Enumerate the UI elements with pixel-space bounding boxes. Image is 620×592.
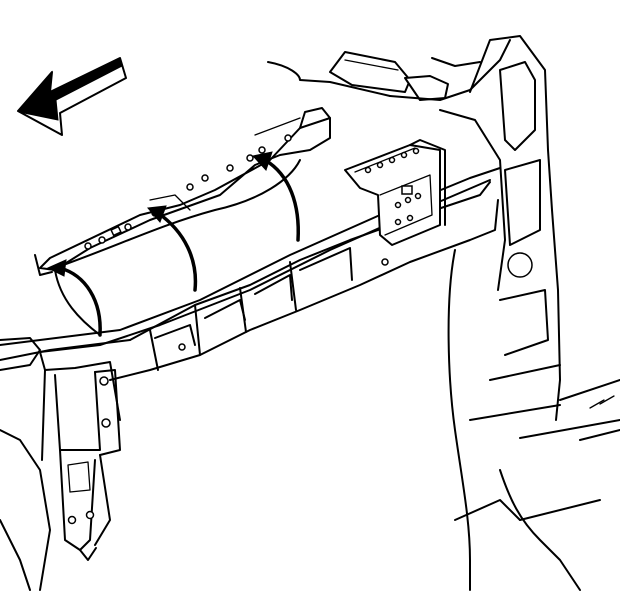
body-pillar [439, 35, 620, 591]
reinforcement-panel [34, 107, 331, 336]
front-direction-arrow-icon [17, 57, 127, 136]
mounting-bracket [344, 139, 446, 246]
upper-rail [0, 167, 501, 381]
curved-motion-arrow-icon [46, 151, 300, 337]
upper-cowl-structure [267, 39, 511, 101]
lower-left-structure [0, 337, 121, 591]
